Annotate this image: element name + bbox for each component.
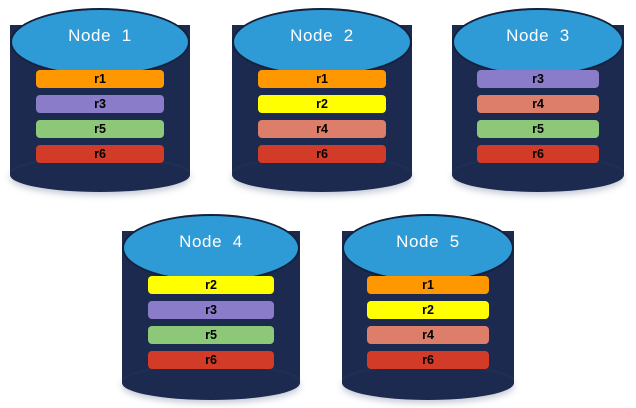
- replica-bar[interactable]: r1: [36, 70, 164, 88]
- replica-list: r1 r2 r4 r6: [232, 70, 412, 163]
- replica-bar[interactable]: r2: [147, 276, 275, 294]
- replica-bar[interactable]: r4: [476, 95, 600, 113]
- replica-bar[interactable]: r3: [36, 95, 164, 113]
- replica-bar[interactable]: r3: [476, 70, 600, 88]
- node-label: Node 4: [179, 232, 243, 251]
- replica-bar[interactable]: r4: [258, 120, 386, 138]
- node-label: Node 5: [396, 232, 460, 251]
- cylinder-bottom-cap: [342, 366, 514, 400]
- replica-bar[interactable]: r6: [258, 145, 386, 163]
- replica-bar[interactable]: r5: [147, 326, 275, 344]
- replica-list: r1 r2 r4 r6: [342, 276, 514, 369]
- replica-list: r2 r3 r5 r6: [122, 276, 300, 369]
- replica-bar[interactable]: r6: [476, 145, 600, 163]
- node-label: Node 2: [290, 26, 354, 45]
- node-cylinder-4[interactable]: Node 4 r2 r3 r5 r6: [122, 214, 300, 400]
- replica-bar[interactable]: r4: [366, 326, 490, 344]
- node-cylinder-1[interactable]: Node 1 r1 r3 r5 r6: [10, 8, 190, 192]
- replica-bar[interactable]: r2: [258, 95, 386, 113]
- replica-bar[interactable]: r1: [258, 70, 386, 88]
- cylinder-bottom-cap: [232, 158, 412, 192]
- replica-bar[interactable]: r2: [366, 301, 490, 319]
- node-cylinder-5[interactable]: Node 5 r1 r2 r4 r6: [342, 214, 514, 400]
- replica-bar[interactable]: r5: [36, 120, 164, 138]
- replica-bar[interactable]: r6: [366, 351, 490, 369]
- node-label: Node 1: [68, 26, 132, 45]
- replica-bar[interactable]: r3: [147, 301, 275, 319]
- cylinder-bottom-cap: [122, 366, 300, 400]
- cylinder-bottom-cap: [452, 158, 624, 192]
- replica-bar[interactable]: r1: [366, 276, 490, 294]
- replica-bar[interactable]: r5: [476, 120, 600, 138]
- replica-bar[interactable]: r6: [147, 351, 275, 369]
- cylinder-bottom-cap: [10, 158, 190, 192]
- cylinder-top-cap: [342, 214, 514, 282]
- node-cylinder-3[interactable]: Node 3 r3 r4 r5 r6: [452, 8, 624, 192]
- node-label: Node 3: [506, 26, 570, 45]
- replica-bar[interactable]: r6: [36, 145, 164, 163]
- replica-list: r1 r3 r5 r6: [10, 70, 190, 163]
- node-cylinder-2[interactable]: Node 2 r1 r2 r4 r6: [232, 8, 412, 192]
- replica-list: r3 r4 r5 r6: [452, 70, 624, 163]
